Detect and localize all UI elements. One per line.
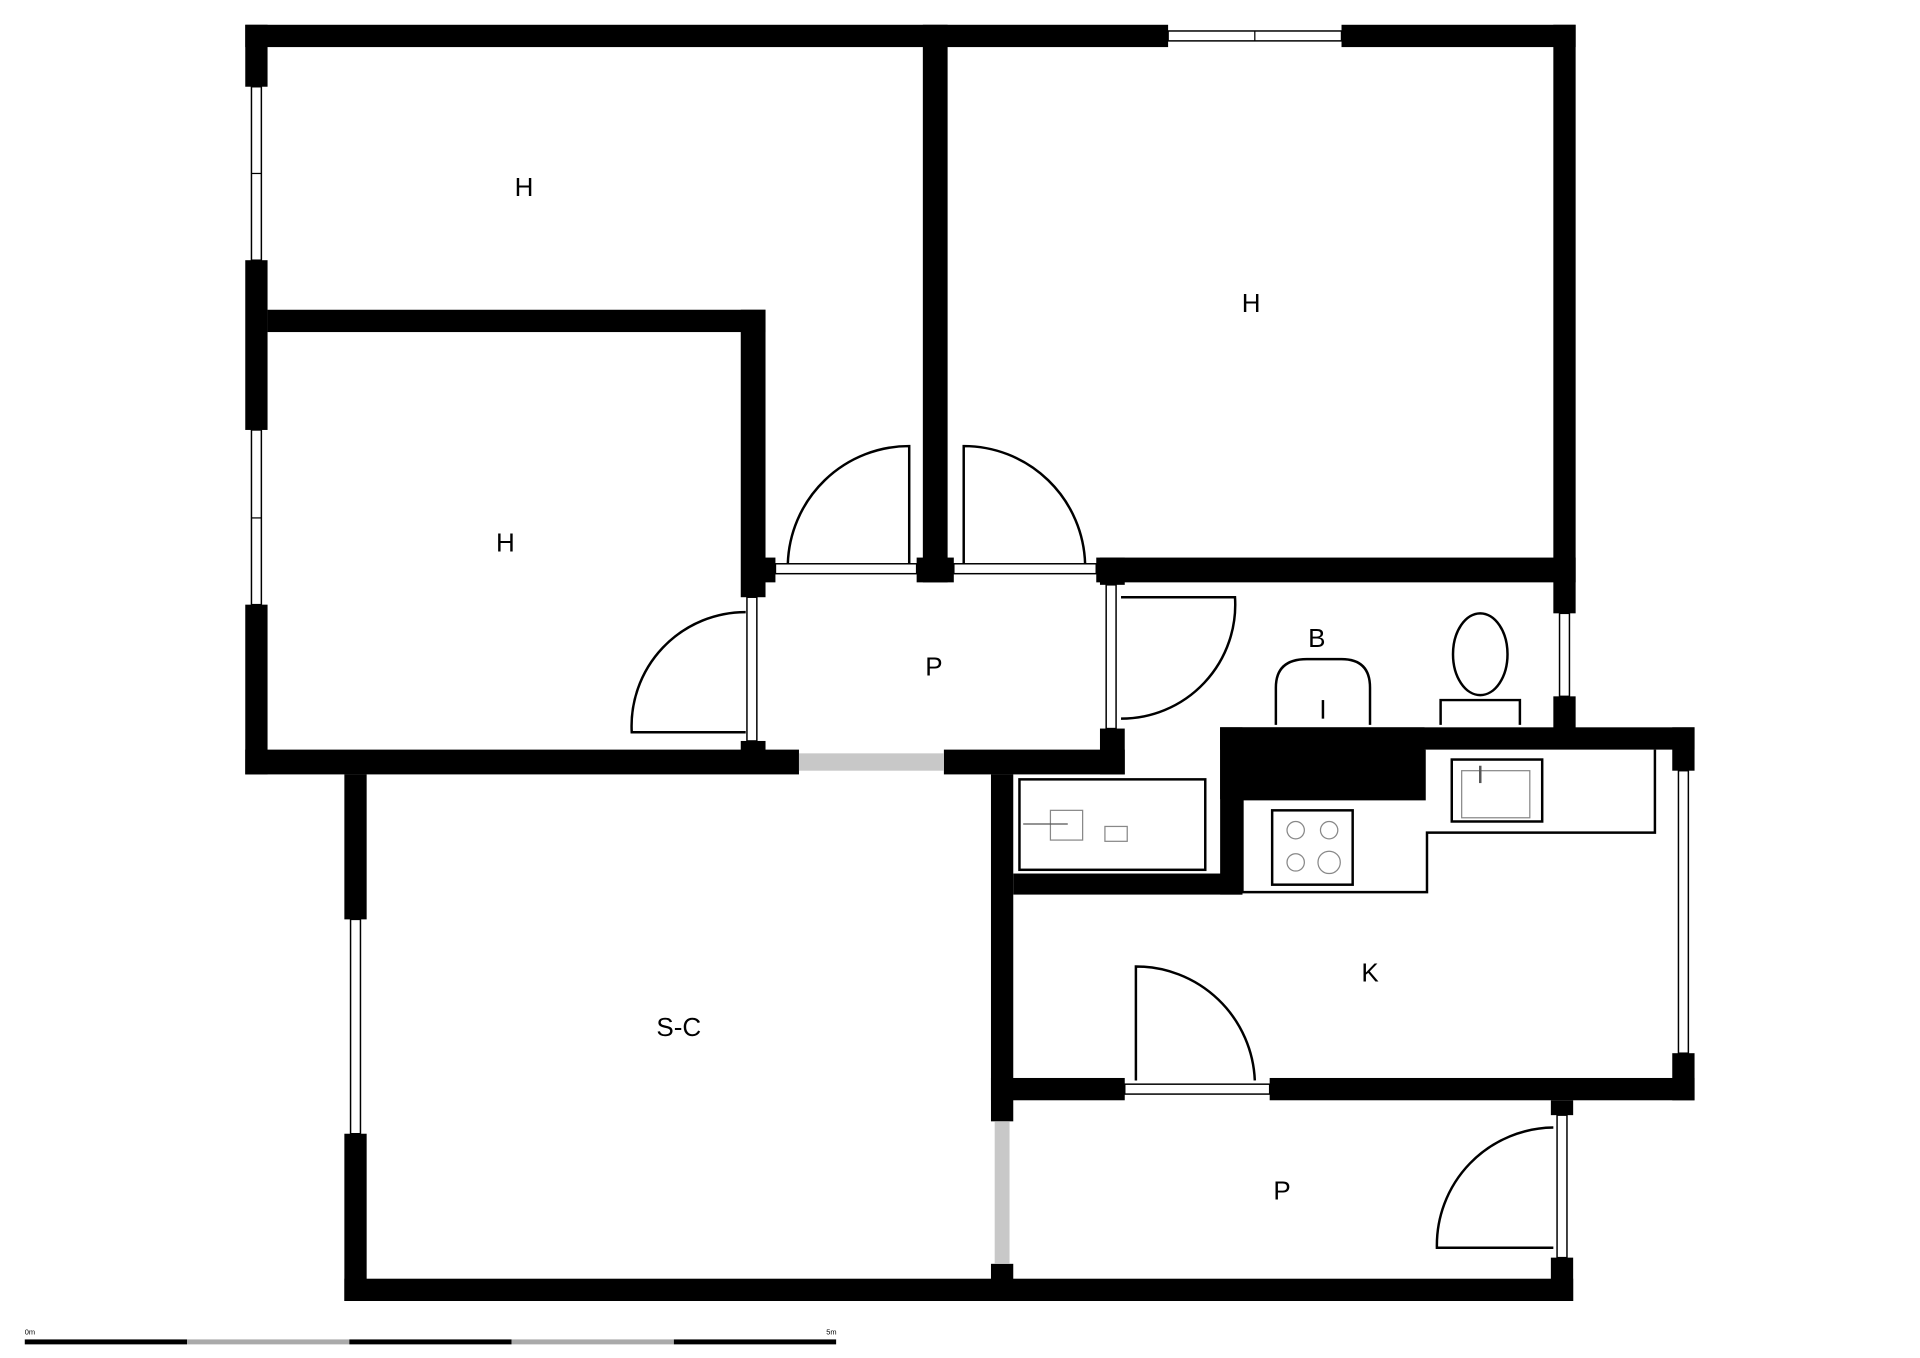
room-label: K <box>1361 957 1379 987</box>
scale-end-label: 5m <box>826 1327 836 1336</box>
room-labels: H H H P B S-C K P <box>496 172 1379 1206</box>
room-label: S-C <box>656 1012 701 1042</box>
scale-bar: 0m 5m <box>25 1327 837 1345</box>
fixtures <box>1018 612 1657 894</box>
toilet-icon <box>1451 612 1509 697</box>
room-label: H <box>1242 288 1261 318</box>
washbasin-icon <box>1274 657 1372 725</box>
door-kitchen <box>1134 965 1257 1081</box>
room-label: P <box>925 651 942 681</box>
room-label: B <box>1308 623 1325 653</box>
door-bedroom-top-right <box>962 444 1087 564</box>
walls <box>245 24 1695 1302</box>
room-label: P <box>1273 1175 1290 1205</box>
door-bedroom-middle <box>630 610 746 734</box>
door-bedroom-top-left <box>786 444 911 564</box>
openings <box>798 753 1010 1264</box>
door-entrance <box>1435 1126 1554 1249</box>
kitchen-sink-icon <box>1450 758 1544 823</box>
kitchen-counter <box>1241 749 1657 894</box>
doors[interactable] <box>630 444 1554 1249</box>
room-label: H <box>496 527 515 557</box>
windows <box>250 30 1690 1259</box>
cooktop-icon <box>1270 809 1354 886</box>
scale-start-label: 0m <box>25 1327 35 1336</box>
door-bathroom <box>1121 595 1237 720</box>
room-label: H <box>515 172 534 202</box>
